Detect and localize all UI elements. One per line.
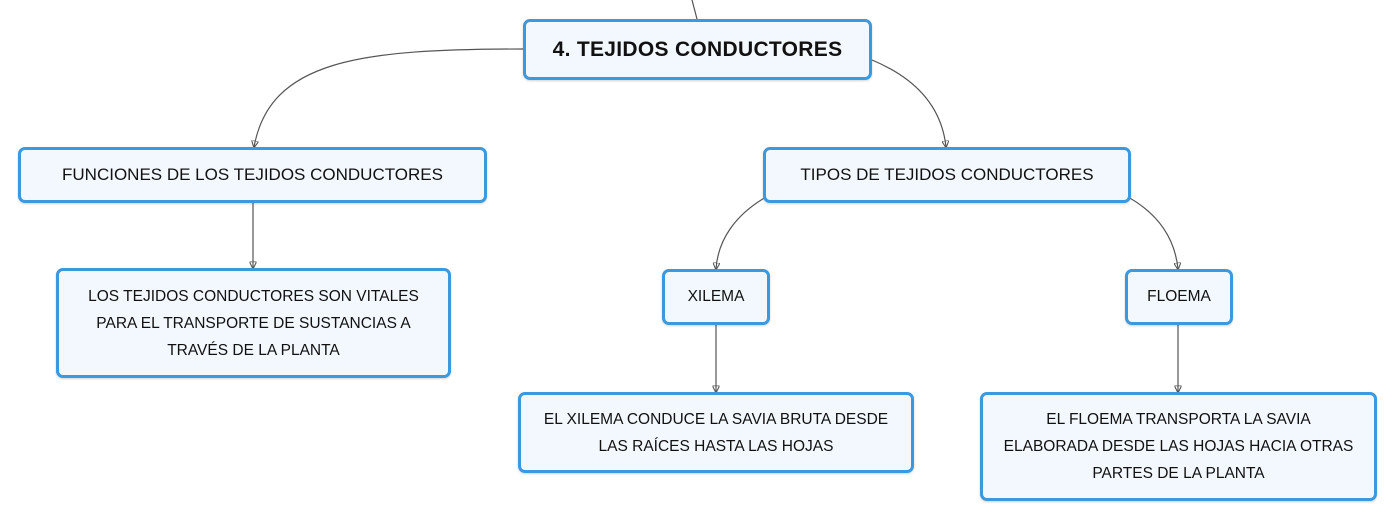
connector-root-to-funciones: [254, 48, 524, 147]
connector-parent-to-root: [691, 0, 698, 20]
floema-description-line: EL FLOEMA TRANSPORTA LA SAVIA: [1046, 411, 1311, 428]
funciones-topic-label: FUNCIONES DE LOS TEJIDOS CONDUCTORES: [62, 165, 443, 184]
floema-topic-label: FLOEMA: [1147, 288, 1211, 305]
root-topic-node[interactable]: 4. TEJIDOS CONDUCTORES: [523, 19, 872, 80]
xilema-description-line: LAS RAÍCES HASTA LAS HOJAS: [598, 437, 834, 455]
tipos-topic-node[interactable]: TIPOS DE TEJIDOS CONDUCTORES: [763, 147, 1131, 203]
connector-tipos-to-floema: [1127, 196, 1178, 269]
funciones-description-node[interactable]: LOS TEJIDOS CONDUCTORES SON VITALES PARA…: [56, 268, 451, 378]
xilema-description-line: EL XILEMA CONDUCE LA SAVIA BRUTA DESDE: [543, 410, 889, 428]
tipos-topic-label: TIPOS DE TEJIDOS CONDUCTORES: [800, 165, 1094, 184]
connector-root-to-tipos: [871, 59, 946, 147]
floema-description-line: PARTES DE LA PLANTA: [1092, 465, 1265, 482]
connector-tipos-to-xilema: [716, 196, 767, 269]
floema-description-node[interactable]: EL FLOEMA TRANSPORTA LA SAVIA ELABORADA …: [980, 392, 1377, 501]
funciones-topic-node[interactable]: FUNCIONES DE LOS TEJIDOS CONDUCTORES: [18, 147, 487, 203]
funciones-description-line: PARA EL TRANSPORTE DE SUSTANCIAS A: [96, 314, 411, 332]
xilema-topic-node[interactable]: XILEMA: [662, 269, 770, 325]
funciones-description-line: LOS TEJIDOS CONDUCTORES SON VITALES: [88, 287, 419, 305]
funciones-description-line: TRAVÉS DE LA PLANTA: [167, 341, 340, 359]
floema-description-line: ELABORADA DESDE LAS HOJAS HACIA OTRAS: [1003, 438, 1354, 455]
xilema-topic-label: XILEMA: [687, 288, 745, 305]
root-topic-label: 4. TEJIDOS CONDUCTORES: [552, 37, 843, 61]
floema-topic-node[interactable]: FLOEMA: [1125, 269, 1233, 325]
xilema-description-node[interactable]: EL XILEMA CONDUCE LA SAVIA BRUTA DESDE L…: [518, 392, 914, 473]
